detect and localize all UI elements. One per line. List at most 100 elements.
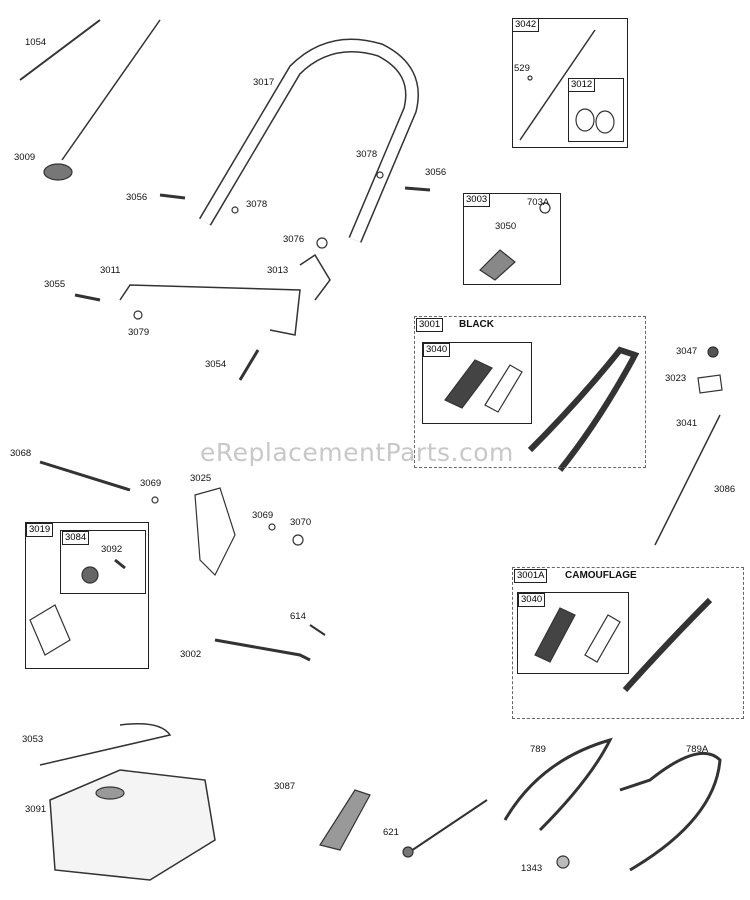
part-label-3069-right[interactable]: 3069	[252, 510, 274, 521]
throttle-3050	[479, 249, 516, 281]
dipstick-part	[61, 19, 161, 161]
fuel-tank-3091	[49, 769, 216, 881]
tag-3040-camo[interactable]: 3040	[518, 593, 546, 607]
screw-3092	[114, 558, 126, 570]
part-label-3078-left[interactable]: 3078	[246, 199, 268, 210]
tag-3003[interactable]: 3003	[463, 193, 491, 207]
tag-3040-black[interactable]: 3040	[423, 343, 451, 357]
bracket-3013	[299, 253, 331, 301]
nut-3078-left	[231, 206, 239, 214]
watermark: eReplacementParts.com	[200, 438, 514, 467]
handle-3001a-camo	[622, 597, 713, 693]
kit-box-3040-camo	[517, 592, 629, 674]
kit-box-3042	[512, 18, 628, 148]
rod-3002	[214, 638, 311, 662]
clip-3023	[697, 374, 723, 394]
bolt-3056-right	[404, 186, 431, 192]
rod-3041	[654, 414, 721, 546]
wire-harness-789	[503, 737, 613, 832]
part-label-3076[interactable]: 3076	[283, 234, 305, 245]
part-label-1343[interactable]: 1343	[521, 863, 543, 874]
seal-3012-a	[575, 108, 595, 132]
spark-plug-wire-621	[404, 799, 488, 856]
kit-box-3040-black	[422, 342, 532, 424]
part-label-3041[interactable]: 3041	[676, 418, 698, 429]
kit-box-3001a	[512, 567, 744, 719]
part-label-3091[interactable]: 3091	[25, 804, 47, 815]
cable-tie-part	[19, 19, 101, 81]
part-label-3056-right[interactable]: 3056	[425, 167, 447, 178]
bracket-part	[119, 284, 301, 336]
part-label-3087[interactable]: 3087	[274, 781, 296, 792]
tag-3001[interactable]: 3001	[416, 318, 444, 332]
part-label-3050[interactable]: 3050	[495, 221, 517, 232]
tag-3012[interactable]: 3012	[568, 78, 596, 92]
part-label-703a[interactable]: 703A	[527, 197, 550, 208]
part-label-3047[interactable]: 3047	[676, 346, 698, 357]
kit-box-3019	[25, 522, 149, 669]
washer-3079	[133, 310, 143, 320]
part-label-3023[interactable]: 3023	[665, 373, 687, 384]
washer-3084	[81, 566, 99, 584]
kit-box-3012	[568, 78, 624, 142]
part-label-3056-left[interactable]: 3056	[126, 192, 148, 203]
grip-3040-camo-b	[584, 614, 621, 663]
color-label-black: BLACK	[459, 319, 494, 330]
part-label-3055[interactable]: 3055	[44, 279, 66, 290]
part-label-789a[interactable]: 789A	[686, 744, 709, 755]
nut-3070	[292, 534, 304, 546]
clip-703a	[539, 202, 551, 214]
nut-1343	[556, 855, 570, 869]
part-label-3009[interactable]: 3009	[14, 152, 36, 163]
bolt-3068	[39, 460, 131, 492]
part-label-3025[interactable]: 3025	[190, 473, 212, 484]
part-label-789[interactable]: 789	[530, 744, 546, 755]
tag-3042[interactable]: 3042	[512, 18, 540, 32]
part-label-3078-right[interactable]: 3078	[356, 149, 378, 160]
tag-3001a[interactable]: 3001A	[514, 569, 548, 583]
lever-3019	[29, 604, 71, 656]
kit-box-3003	[463, 193, 561, 285]
spring-614	[309, 624, 326, 636]
part-label-3069-left[interactable]: 3069	[140, 478, 162, 489]
part-label-3054[interactable]: 3054	[205, 359, 227, 370]
screw-3047	[707, 346, 719, 358]
cable-3053	[39, 723, 172, 766]
part-label-3092[interactable]: 3092	[101, 544, 123, 555]
color-label-camouflage: CAMOUFLAGE	[565, 570, 637, 581]
grip-3040-camo-a	[534, 607, 576, 663]
nut-3078-right	[376, 171, 384, 179]
seal-3012-b	[595, 110, 615, 134]
wire-harness-789a	[619, 751, 722, 872]
part-label-3053[interactable]: 3053	[22, 734, 44, 745]
part-label-3011[interactable]: 3011	[100, 265, 121, 276]
part-label-3070[interactable]: 3070	[290, 517, 312, 528]
part-label-3013[interactable]: 3013	[267, 265, 289, 276]
tag-3019[interactable]: 3019	[26, 523, 54, 537]
kit-box-3001	[414, 316, 646, 468]
part-label-614[interactable]: 614	[290, 611, 306, 622]
bracket-3025	[194, 487, 236, 577]
part-label-1054[interactable]: 1054	[25, 37, 47, 48]
bracket-3087	[319, 789, 371, 851]
handle-3001-black	[527, 346, 640, 472]
part-label-529[interactable]: 529	[514, 63, 530, 74]
dipstick-tube-part	[519, 29, 596, 141]
part-label-3002[interactable]: 3002	[180, 649, 202, 660]
part-label-3017[interactable]: 3017	[253, 77, 275, 88]
kit-box-3084	[60, 530, 146, 594]
washer-3069-b	[268, 523, 276, 531]
oring-529	[527, 75, 533, 81]
tag-3084[interactable]: 3084	[62, 531, 90, 545]
grip-3040-black-b	[484, 364, 523, 413]
part-label-621[interactable]: 621	[383, 827, 399, 838]
handle-part	[198, 38, 419, 243]
bolt-3055	[74, 293, 101, 302]
fuel-cap-part	[95, 786, 125, 800]
part-label-3068[interactable]: 3068	[10, 448, 32, 459]
part-label-3079[interactable]: 3079	[128, 327, 150, 338]
dipstick-cap-part	[43, 163, 73, 181]
part-label-3086[interactable]: 3086	[714, 484, 736, 495]
